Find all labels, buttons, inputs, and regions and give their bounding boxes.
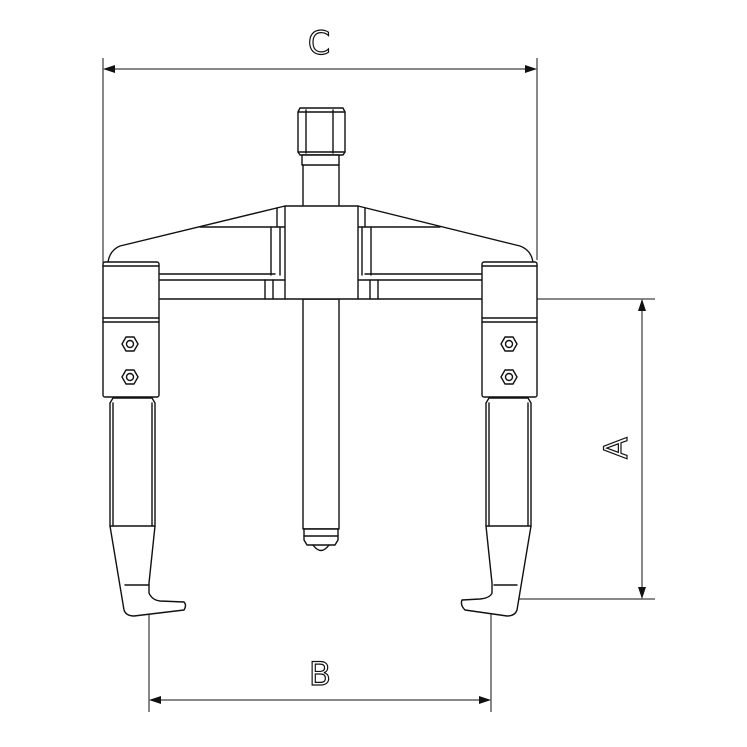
hex-nut-icon: [297, 107, 346, 156]
arm-right-top: [357, 205, 534, 263]
spindle-tip: [303, 528, 339, 546]
spindle: [297, 107, 346, 552]
bolt-icon: [500, 336, 518, 352]
dimension-label-a: A: [597, 437, 635, 459]
jaw-left: [102, 261, 187, 617]
jaw-right-arm: [460, 397, 532, 617]
dimension-b: B: [148, 610, 492, 712]
dimension-label-c: C: [308, 24, 330, 62]
crossbeam: [107, 205, 534, 300]
jaw-left-slider: [102, 261, 160, 398]
jaw-right-slider: [481, 261, 538, 398]
bolt-icon: [500, 369, 518, 385]
center-block: [284, 205, 359, 300]
jaw-right: [460, 261, 538, 617]
jaw-left-arm: [109, 397, 187, 617]
arm-left-top: [107, 205, 286, 263]
dimension-a: A: [486, 298, 655, 600]
dimension-c: C: [102, 23, 538, 265]
bolt-icon: [121, 336, 139, 352]
dimension-label-b: B: [309, 655, 331, 693]
bolt-icon: [121, 369, 139, 385]
